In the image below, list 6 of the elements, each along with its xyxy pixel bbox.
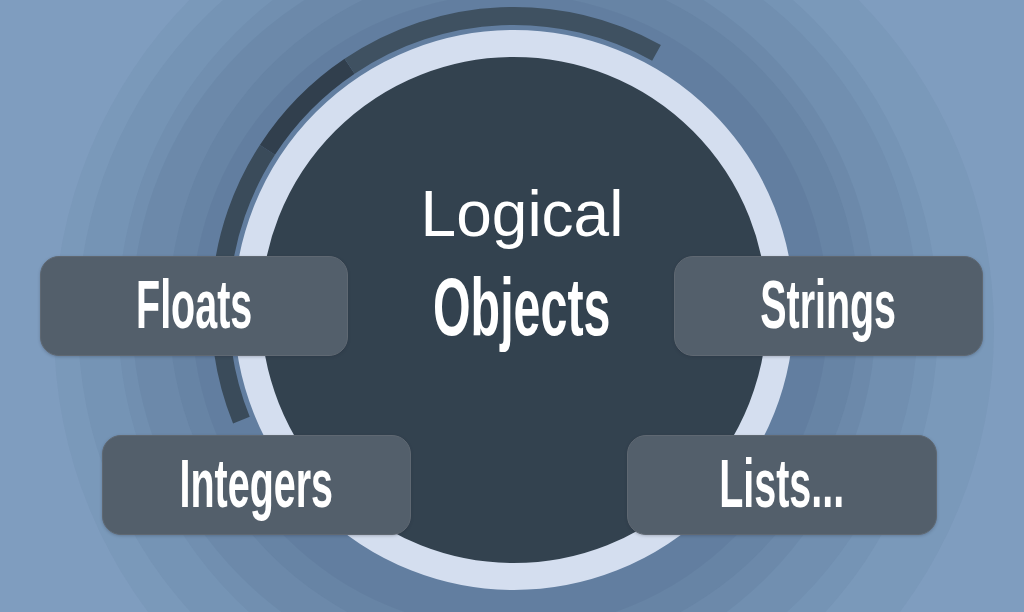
label-box: [627, 435, 937, 535]
label-box: [674, 256, 983, 356]
box-label: Floats: [135, 269, 253, 339]
label-box: [102, 435, 411, 535]
box-label: Lists...: [719, 448, 845, 518]
label-box: [40, 256, 348, 356]
